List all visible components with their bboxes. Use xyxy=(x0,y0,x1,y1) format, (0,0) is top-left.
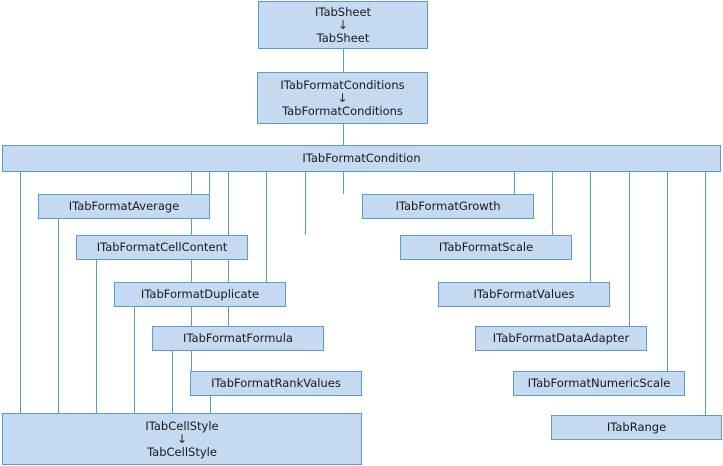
node-label: ITabCellStyle xyxy=(145,418,219,433)
arrow-down-icon: ↓ xyxy=(337,18,349,32)
node-tabrange[interactable]: ITabRange xyxy=(551,415,722,440)
connector-average-stub xyxy=(209,172,210,194)
node-tabformataverage[interactable]: ITabFormatAverage xyxy=(38,194,210,219)
node-tabformatcellcontent[interactable]: ITabFormatCellContent xyxy=(76,235,248,260)
node-tabformatvalues[interactable]: ITabFormatValues xyxy=(438,282,610,307)
node-label: ITabFormatFormula xyxy=(183,331,293,346)
node-tabformatrankvalues[interactable]: ITabFormatRankValues xyxy=(190,371,362,396)
connector-sheet-to-conditions xyxy=(343,49,344,72)
node-label: ITabFormatNumericScale xyxy=(527,376,671,391)
node-tabformatconditions[interactable]: ITabFormatConditions↓TabFormatConditions xyxy=(257,72,428,124)
node-tabformatgrowth[interactable]: ITabFormatGrowth xyxy=(362,194,534,219)
node-label: ITabFormatValues xyxy=(473,287,575,302)
node-label: ITabSheet xyxy=(314,4,372,19)
node-tabformatnumericscale[interactable]: ITabFormatNumericScale xyxy=(513,371,685,396)
arrow-down-icon: ↓ xyxy=(337,91,348,105)
connector-cond-to-tabrange xyxy=(705,172,706,415)
node-tabformatdataadapter[interactable]: ITabFormatDataAdapter xyxy=(475,326,647,351)
connector-conditions-to-condition xyxy=(343,124,344,145)
node-label: ITabFormatScale xyxy=(438,240,534,255)
connector-cond-to-rankvalues xyxy=(191,172,192,371)
connector-cond-to-growth xyxy=(514,172,515,194)
node-label: ITabFormatAverage xyxy=(68,199,180,214)
connector-rankvalues-to-cellstyle xyxy=(210,396,211,413)
node-tabformatformula[interactable]: ITabFormatFormula xyxy=(152,326,324,351)
node-label: ITabFormatCellContent xyxy=(96,240,228,255)
arrow-down-icon: ↓ xyxy=(176,432,188,446)
node-label: ITabFormatDataAdapter xyxy=(492,331,630,346)
connector-cond-to-dataadapter xyxy=(629,172,630,326)
connector-average-to-cellstyle xyxy=(58,219,59,413)
node-label: ITabFormatRankValues xyxy=(211,376,341,391)
node-tabsheet[interactable]: ITabSheet↓TabSheet xyxy=(258,1,428,49)
connector-formula-to-cellstyle xyxy=(172,351,173,413)
node-label: ITabFormatGrowth xyxy=(395,199,501,214)
connector-duplicate-to-cellstyle xyxy=(134,307,135,413)
connector-cond-to-cellstyle-left xyxy=(20,172,21,413)
node-tabcellstyle[interactable]: ITabCellStyle↓TabCellStyle xyxy=(2,413,362,465)
connector-cond-to-cellcontent xyxy=(305,172,306,235)
node-tabformatscale[interactable]: ITabFormatScale xyxy=(400,235,572,260)
connector-cellcontent-to-cellstyle xyxy=(96,260,97,413)
node-label: TabFormatConditions xyxy=(282,104,403,118)
connector-cond-to-duplicate xyxy=(266,172,267,282)
node-label: ITabFormatCondition xyxy=(302,151,421,166)
node-label: ITabRange xyxy=(606,420,667,435)
node-label: TabCellStyle xyxy=(147,445,217,459)
node-label: TabSheet xyxy=(316,31,370,45)
connector-cond-to-scale xyxy=(552,172,553,235)
node-label: ITabFormatDuplicate xyxy=(140,287,260,302)
node-tabformatcondition[interactable]: ITabFormatCondition xyxy=(2,145,721,172)
connector-cond-to-average xyxy=(343,172,344,194)
connector-cond-to-numericscale xyxy=(667,172,668,371)
node-tabformatduplicate[interactable]: ITabFormatDuplicate xyxy=(114,282,286,307)
node-label: ITabFormatConditions xyxy=(280,77,405,92)
connector-cond-to-values xyxy=(590,172,591,282)
